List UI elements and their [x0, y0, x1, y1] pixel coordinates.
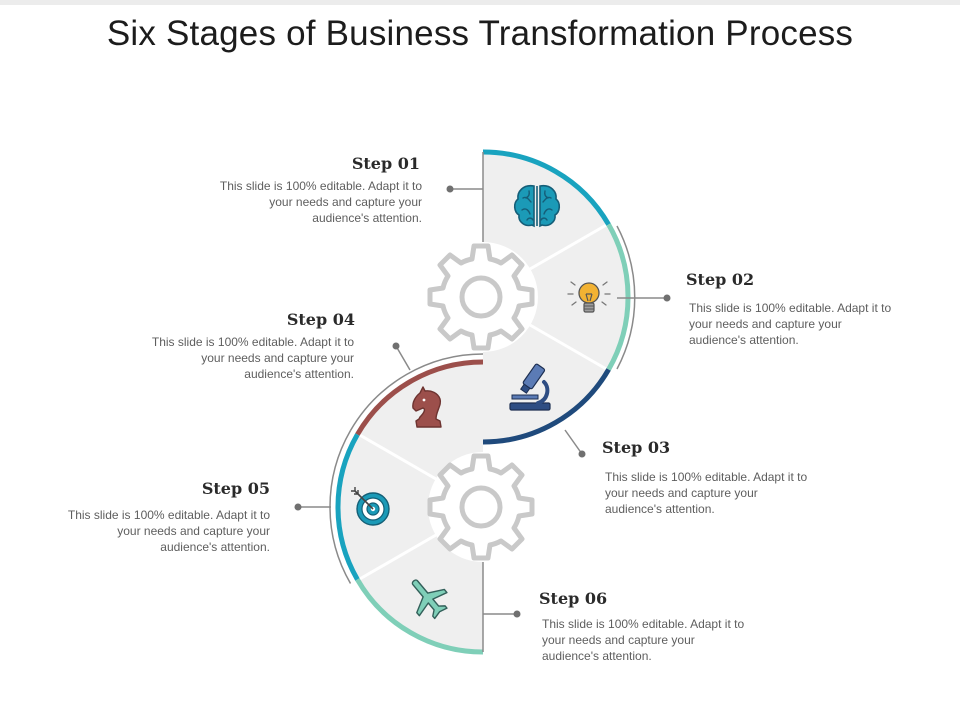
gear-icon [430, 456, 532, 558]
segment-separators [357, 222, 609, 582]
arc-step-06 [355, 578, 484, 655]
slide-title: Six Stages of Business Transformation Pr… [106, 14, 854, 53]
gear-icon [430, 246, 532, 348]
brain-icon [513, 184, 561, 228]
step-03-title: Step 03 [602, 438, 671, 457]
lower-ring [338, 362, 483, 652]
lightbulb-icon [567, 281, 611, 313]
microscope-icon [509, 363, 551, 411]
target-icon [351, 487, 390, 526]
step-02-title: Step 02 [686, 270, 755, 289]
outer-arc-step-04 [349, 353, 484, 431]
arc-step-03 [482, 368, 611, 445]
step-02-description: This slide is 100% editable. Adapt it to… [689, 301, 892, 347]
step-01-description: This slide is 100% editable. Adapt it to… [219, 179, 422, 225]
step-06-description: This slide is 100% editable. Adapt it to… [542, 617, 745, 663]
step-05-description: This slide is 100% editable. Adapt it to… [67, 508, 270, 554]
step-06-title: Step 06 [539, 589, 608, 608]
step-05-title: Step 05 [201, 479, 270, 498]
chess-knight-icon [412, 386, 442, 428]
arc-step-04 [355, 359, 484, 436]
step-04-description: This slide is 100% editable. Adapt it to… [151, 335, 354, 381]
step-01-title: Step 01 [351, 154, 420, 173]
connectors [294, 185, 671, 618]
top-border [0, 0, 960, 5]
arc-step-02 [606, 223, 631, 371]
upper-ring [483, 152, 628, 442]
step-03-description: This slide is 100% editable. Adapt it to… [605, 470, 808, 516]
arc-step-01 [482, 149, 611, 226]
step-04-title: Step 04 [286, 310, 355, 329]
arc-step-05 [335, 433, 360, 581]
airplane-icon [411, 579, 448, 620]
